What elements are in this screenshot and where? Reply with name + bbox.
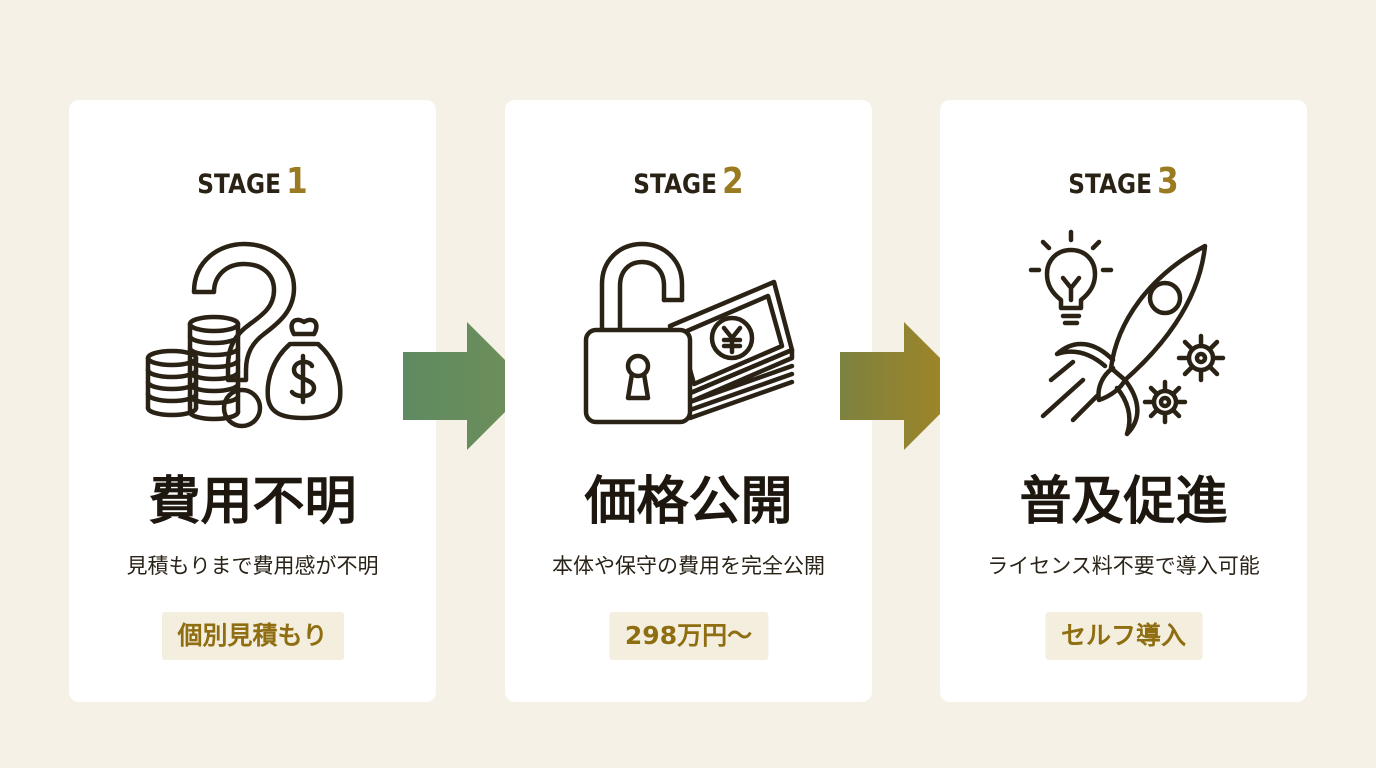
stage-number: 3: [1157, 161, 1179, 202]
stage-description: 見積もりまで費用感が不明: [126, 554, 379, 578]
question-coins-moneybag-icon: [142, 230, 362, 430]
stage-description: ライセンス料不要で導入可能: [987, 554, 1260, 578]
arrow-right-icon: [403, 322, 531, 450]
stage-label: STAGE: [1068, 169, 1152, 200]
stage-title: 費用不明: [148, 471, 357, 532]
price-badge: セルフ導入: [1044, 612, 1203, 660]
open-lock-yen-banknotes-icon: [578, 230, 798, 430]
stage-number: 1: [286, 161, 308, 202]
stage-label: STAGE: [633, 169, 717, 200]
stage-title: 普及促進: [1019, 471, 1228, 532]
stage-description: 本体や保守の費用を完全公開: [552, 554, 825, 578]
arrow-right-icon: [840, 322, 968, 450]
stage-title: 価格公開: [584, 471, 793, 532]
price-badge: 個別見積もり: [161, 612, 344, 660]
stage-label: STAGE: [197, 169, 281, 200]
rocket-lightbulb-gears-icon: [1013, 229, 1233, 437]
price-badge: 298万円〜: [608, 612, 769, 660]
stage-number: 2: [722, 161, 744, 202]
